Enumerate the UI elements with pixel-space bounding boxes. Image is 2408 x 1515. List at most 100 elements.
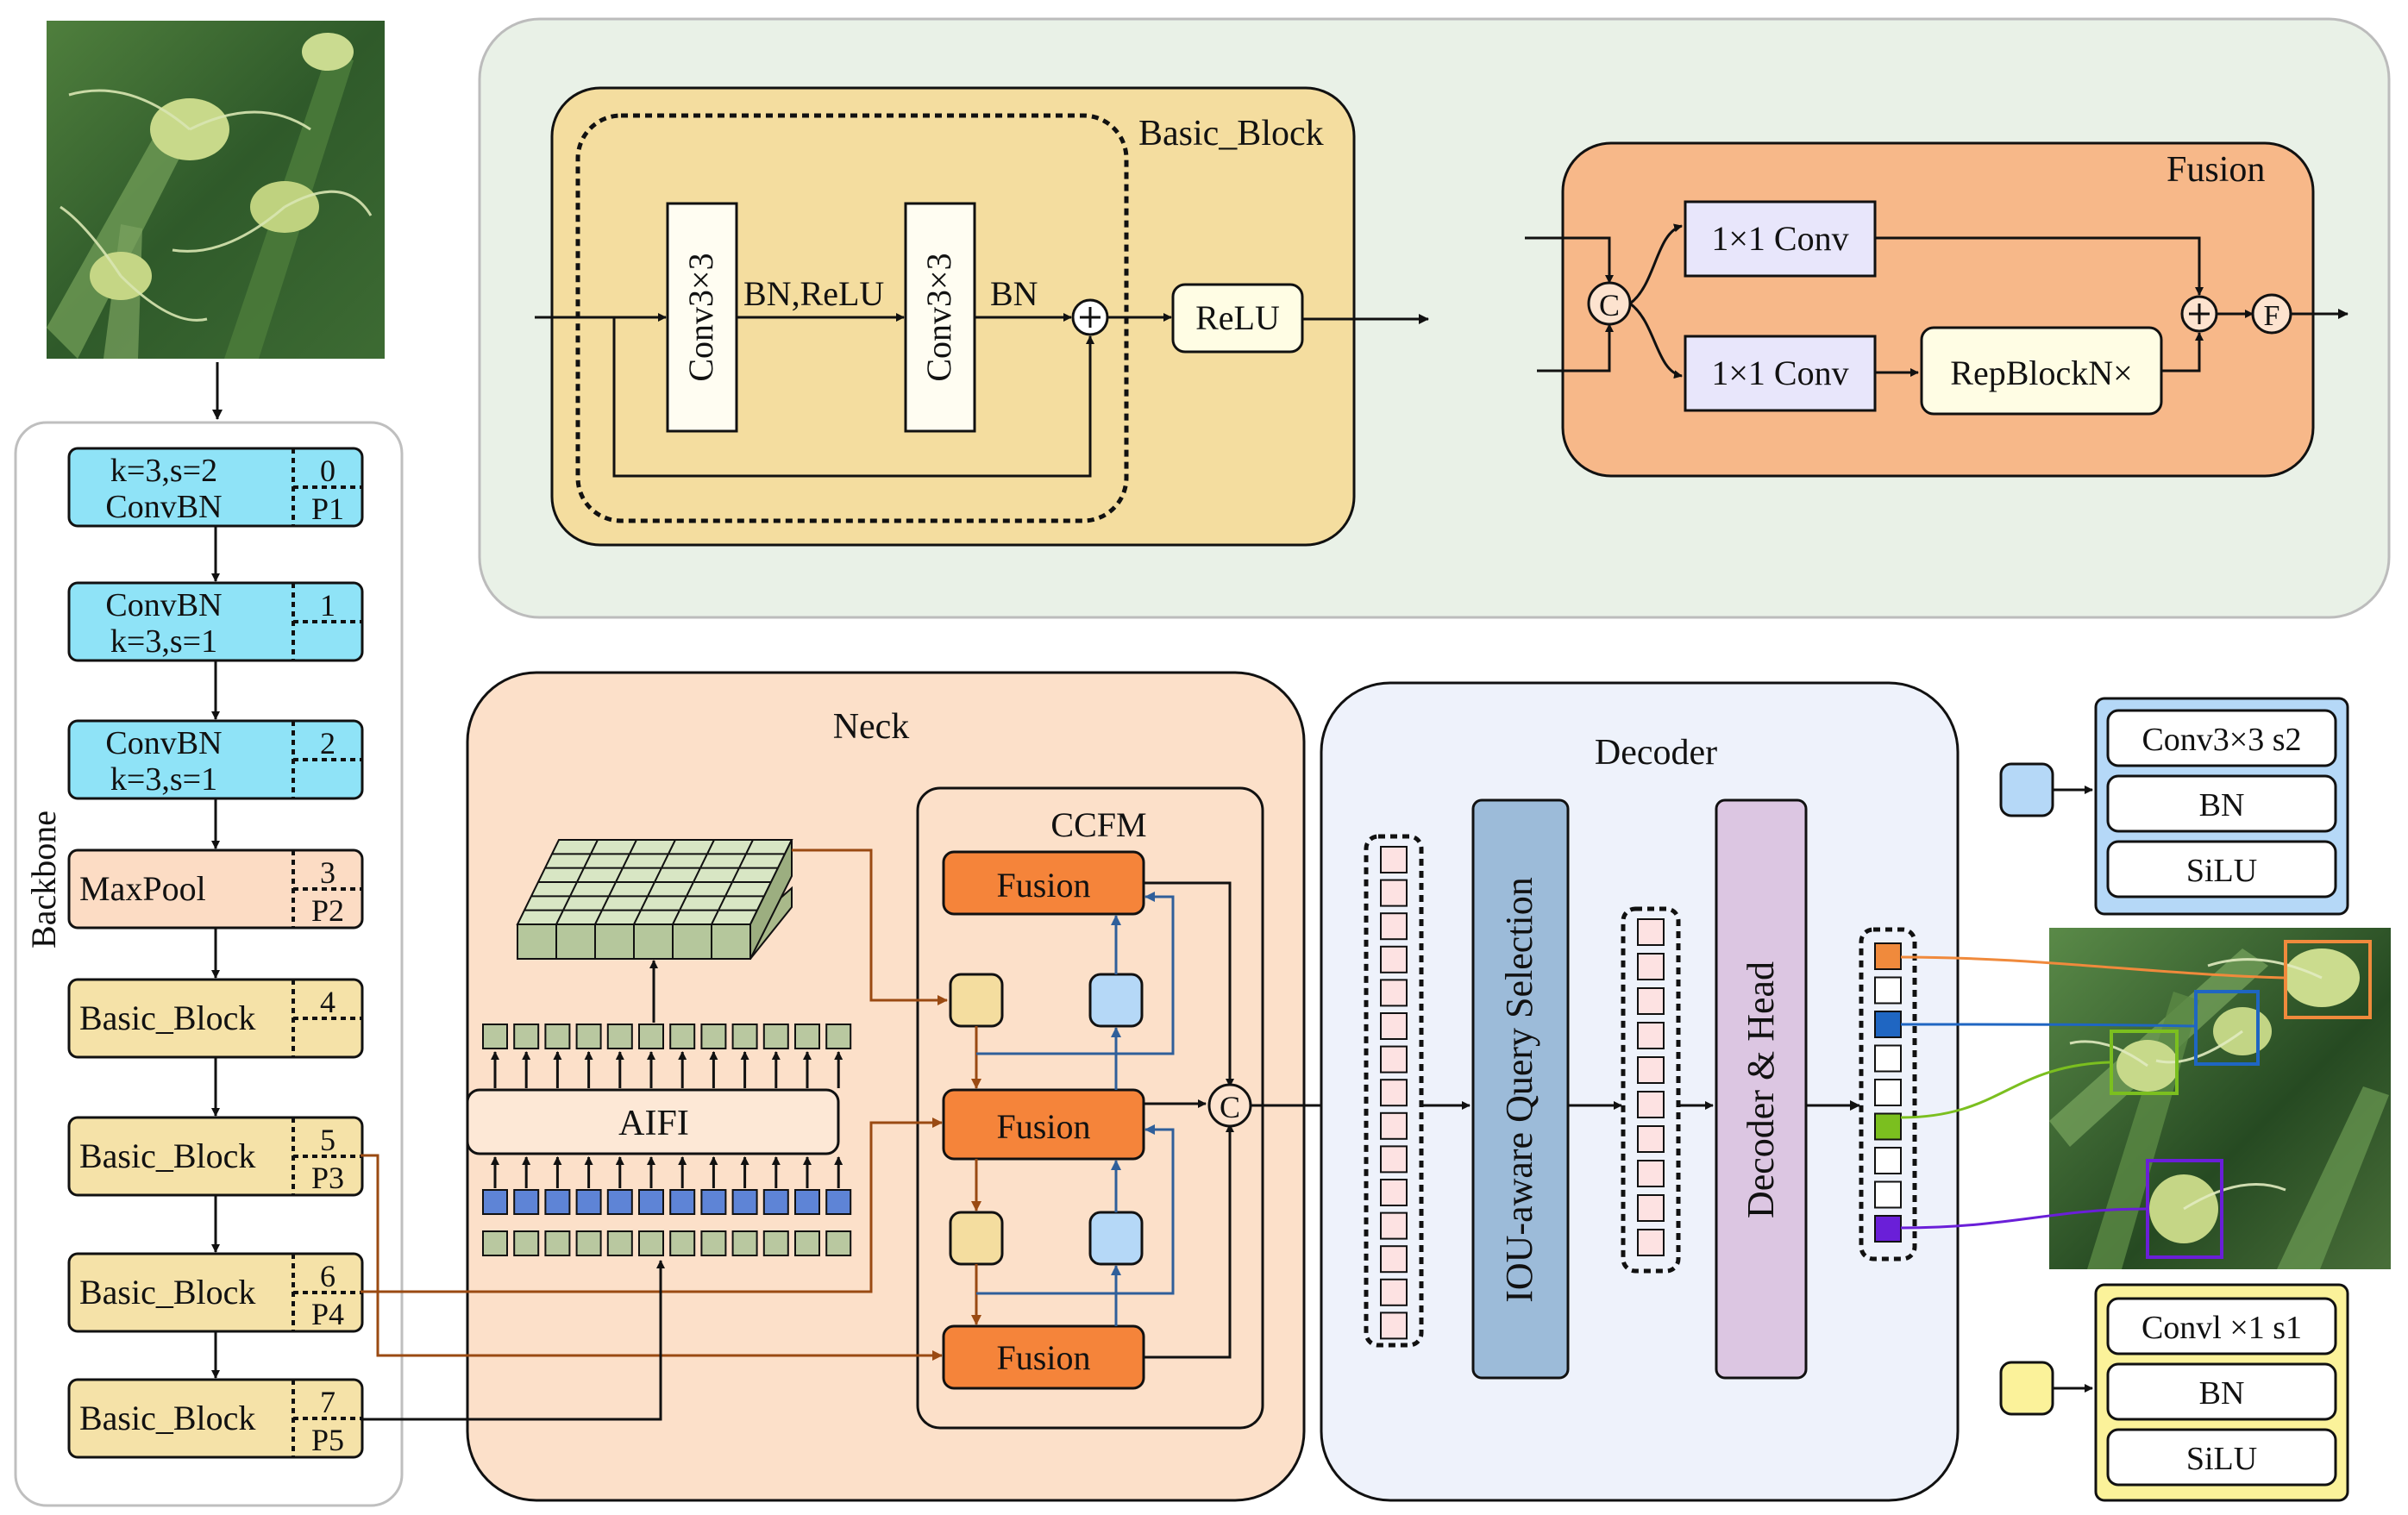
query-stack-initial xyxy=(1380,846,1408,1340)
conv-block-yellow xyxy=(949,973,1004,1028)
block-index: 7 xyxy=(320,1385,335,1419)
legend-row-label: SiLU xyxy=(2186,853,2257,889)
token-cell xyxy=(762,1189,789,1215)
query-cell xyxy=(1380,879,1408,907)
query-cell xyxy=(1874,1180,1902,1209)
token-cell xyxy=(669,1024,696,1049)
block-level: P1 xyxy=(311,491,344,526)
block-index-divider xyxy=(292,850,362,928)
prediction-links xyxy=(1900,955,2285,1230)
block-index-divider xyxy=(292,583,362,660)
block-index-divider xyxy=(292,448,362,526)
ccfm-flows xyxy=(971,892,1175,1326)
input-image xyxy=(47,21,385,359)
legend-row-label: SiLU xyxy=(2186,1441,2257,1477)
query-cell xyxy=(1637,1160,1665,1187)
block-line1: ConvBN xyxy=(105,725,222,761)
conv1-box xyxy=(666,202,738,433)
query-cell xyxy=(1380,979,1408,1007)
backbone-title: Backbone xyxy=(24,811,63,948)
legend-row-label: Conv3×3 s2 xyxy=(2141,722,2301,758)
bottom-path xyxy=(2161,332,2204,372)
fuse-label: F xyxy=(2264,300,2280,332)
conv-block-blue xyxy=(1088,1211,1144,1266)
block-line2: k=3,s=1 xyxy=(110,761,217,798)
token-cell xyxy=(513,1024,540,1049)
token-cell xyxy=(762,1230,789,1256)
token-cell xyxy=(513,1230,540,1256)
legend-row-label: BN xyxy=(2199,787,2245,823)
block-label: Basic_Block xyxy=(79,999,255,1037)
aifi-input-arrows xyxy=(491,1156,843,1188)
token-cell xyxy=(731,1024,758,1049)
legend-row-box xyxy=(2106,840,2337,898)
conv1-label: Conv3×3 xyxy=(681,253,720,381)
plus-icon xyxy=(1080,307,1101,328)
legend-blue-rows: Conv3×3 s2 BN SiLU xyxy=(2106,709,2337,898)
token-cell xyxy=(669,1230,696,1256)
query-cell xyxy=(1380,1179,1408,1206)
split-bottom xyxy=(1629,302,1683,379)
conv-top-label: 1×1 Conv xyxy=(1711,219,1848,258)
conv-block-yellow xyxy=(949,1211,1004,1266)
top-path xyxy=(1875,236,2204,296)
block-label: Basic_Block xyxy=(79,1273,255,1312)
legend-row-box xyxy=(2106,774,2337,833)
legend-row-label: BN xyxy=(2199,1375,2245,1412)
decoder-title: Decoder xyxy=(1595,733,1717,773)
token-cell xyxy=(606,1024,633,1049)
token-cell xyxy=(606,1189,633,1215)
token-cell xyxy=(544,1189,571,1215)
block-line1: k=3,s=2 xyxy=(110,453,217,489)
block-index: 2 xyxy=(320,726,335,761)
query-cell xyxy=(1874,1011,1902,1038)
decoder-head-box xyxy=(1715,798,1808,1380)
block-index: 4 xyxy=(320,985,335,1019)
query-cell xyxy=(1637,1194,1665,1222)
token-cell xyxy=(482,1230,508,1256)
query-stack-selected xyxy=(1637,918,1665,1256)
bn-relu-label: BN,ReLU xyxy=(743,274,884,313)
block-line2: k=3,s=1 xyxy=(110,623,217,660)
query-cell xyxy=(1380,912,1408,941)
detection-box-purple xyxy=(2146,1159,2223,1259)
detection-box-blue xyxy=(2194,990,2260,1066)
relu-label: ReLU xyxy=(1195,298,1280,337)
query-cell xyxy=(1380,1111,1408,1140)
token-cell xyxy=(794,1024,820,1049)
query-cell xyxy=(1874,976,1902,1005)
query-cell xyxy=(1874,1044,1902,1073)
query-cell xyxy=(1874,942,1902,970)
query-cell xyxy=(1637,918,1665,946)
aifi-label: AIFI xyxy=(618,1104,689,1143)
neck-title: Neck xyxy=(833,707,910,747)
aifi-output-arrows xyxy=(491,1051,843,1088)
query-cell xyxy=(1380,1145,1408,1174)
output-image xyxy=(2049,928,2391,1269)
selected-queries-frame xyxy=(1621,906,1681,1274)
split-top xyxy=(1629,223,1683,305)
token-cell xyxy=(762,1024,789,1049)
legend-swatch-yellow xyxy=(1999,1361,2054,1416)
block-line2: ConvBN xyxy=(105,489,222,525)
query-cell xyxy=(1874,1215,1902,1243)
basic-block-detail-title: Basic_Block xyxy=(1138,114,1324,153)
block-level: P5 xyxy=(311,1423,344,1457)
block-index: 5 xyxy=(320,1123,335,1157)
fusion-label-bottom: Fusion xyxy=(997,1338,1091,1377)
token-cell xyxy=(700,1230,727,1256)
block-level: P3 xyxy=(311,1161,344,1195)
token-cell xyxy=(700,1024,727,1049)
token-cell xyxy=(482,1024,508,1049)
token-cell xyxy=(575,1230,602,1256)
neck-concat-label: C xyxy=(1220,1090,1240,1124)
fusion-label-top: Fusion xyxy=(997,866,1091,905)
aifi-box xyxy=(466,1088,840,1155)
token-cell xyxy=(544,1024,571,1049)
fusion-top-to-concat xyxy=(1144,881,1234,1087)
token-cell xyxy=(513,1189,540,1215)
query-cell xyxy=(1637,1125,1665,1153)
block-index: 0 xyxy=(320,454,335,488)
